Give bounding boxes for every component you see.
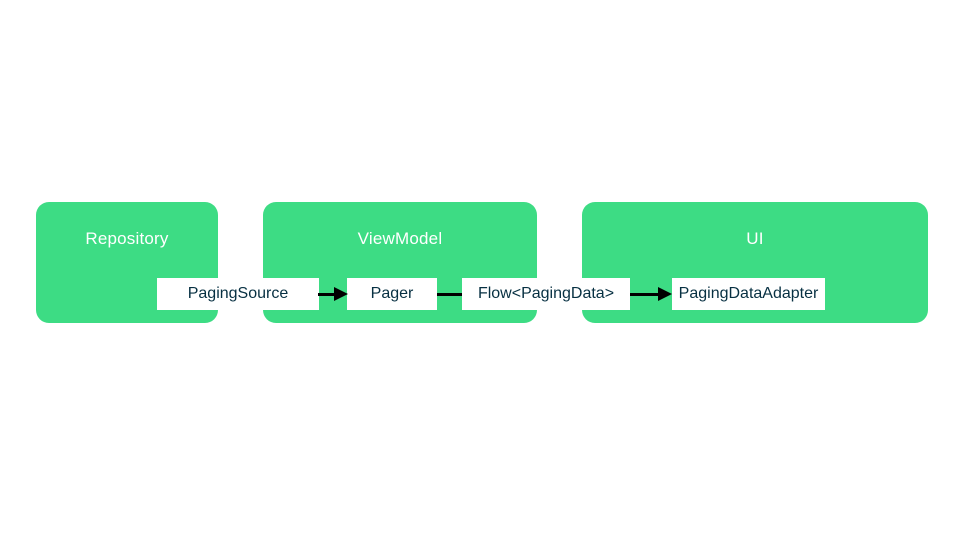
arrow-pagingsource-to-pager-head-icon — [334, 287, 348, 301]
component-flow-paging-data: Flow<PagingData> — [462, 278, 630, 310]
layer-title-viewmodel: ViewModel — [357, 229, 443, 248]
arrow-pagingsource-to-pager-shaft — [318, 293, 336, 296]
component-paging-source: PagingSource — [157, 278, 319, 310]
arrow-flow-to-adapter-shaft — [630, 293, 660, 296]
component-paging-data-adapter: PagingDataAdapter — [672, 278, 825, 310]
layer-title-ui: UI — [746, 229, 764, 248]
layer-title-repository: Repository — [85, 229, 169, 248]
line-pager-to-flow — [437, 293, 462, 296]
arrow-flow-to-adapter-head-icon — [658, 287, 672, 301]
layer-repository: Repository — [36, 202, 218, 323]
component-pager: Pager — [347, 278, 437, 310]
